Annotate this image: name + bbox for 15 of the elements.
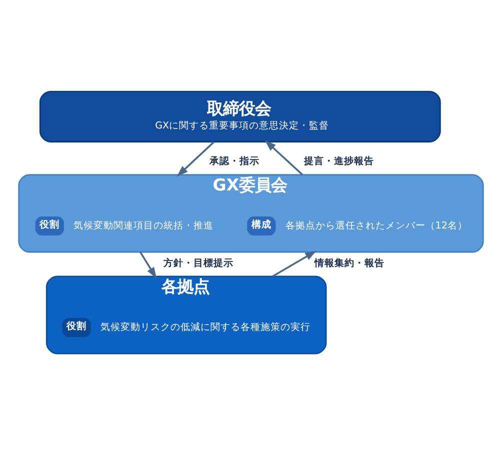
node-label: 各拠点から選任されたメンバー（12名） [285, 220, 468, 232]
arrow [176, 141, 215, 177]
edge-label: 承認・指示 [209, 156, 260, 168]
edge-label: 方針・目標提示 [163, 258, 234, 269]
node-box: 役割 [62, 318, 91, 338]
node-box: 役割 [35, 216, 64, 236]
edge-label: 提言・進捗報告 [304, 156, 374, 168]
node-box: 構成 [247, 216, 276, 236]
arrow [272, 250, 316, 278]
node-label: 気候変動関連項目の統括・推進 [74, 220, 214, 232]
edge-label: 情報集約・報告 [314, 258, 384, 269]
node-box: 取締役会 GXに関する重要事項の意思決定・監督 [39, 90, 441, 142]
node-label: 気候変動リスクの低減に関する各種施策の実行 [100, 322, 310, 333]
arrow [140, 252, 157, 279]
arrow [264, 140, 304, 176]
